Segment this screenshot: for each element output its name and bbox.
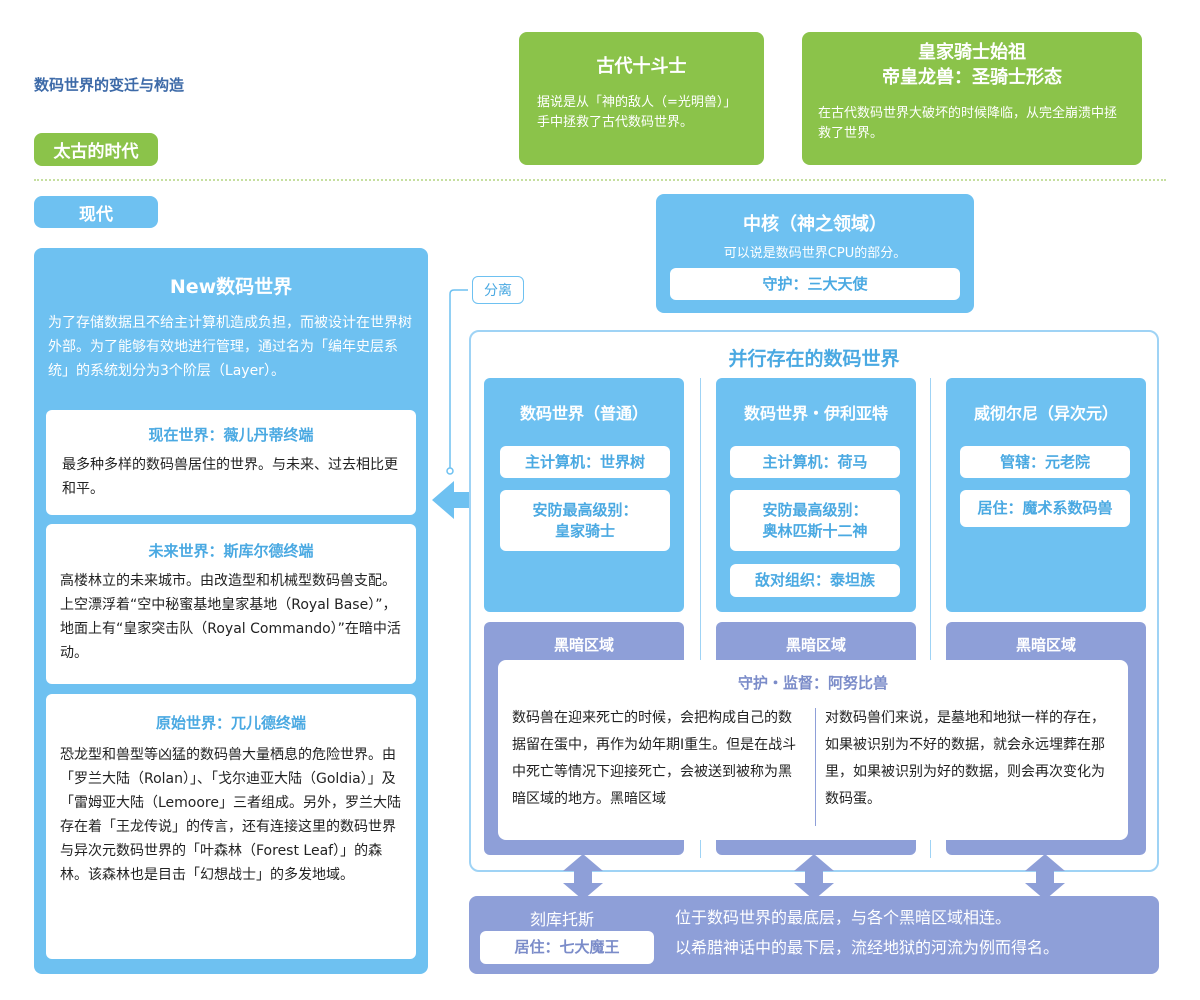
layer-title: 现在世界：薇儿丹蒂终端 — [148, 426, 314, 444]
dark-info-right: 对数码兽们来说，是墓地和地狱一样的存在，如果被识别为不好的数据，就会永远埋葬在那… — [825, 710, 1105, 807]
ancient-card-text: 据说是从「神的敌人（=光明兽）」手中拯救了古代数码世界。 — [537, 95, 737, 130]
ancient-card-royal-knight: 皇家骑士始祖 帝皇龙兽：圣骑士形态 在古代数码世界大破坏的时候降临，从完全崩溃中… — [802, 32, 1142, 165]
ancient-card-title: 古代十斗士 — [596, 56, 687, 77]
core-desc: 可以说是数码世界CPU的部分。 — [723, 246, 907, 261]
separation-connector — [446, 289, 468, 475]
double-arrow-icon — [563, 854, 603, 900]
world-item: 敌对组织：泰坦族 — [730, 564, 900, 597]
ancient-card-ten-warriors: 古代十斗士 据说是从「神的敌人（=光明兽）」手中拯救了古代数码世界。 — [519, 32, 764, 165]
parallel-title: 并行存在的数码世界 — [728, 348, 900, 370]
world-item: 主计算机：世界树 — [500, 446, 670, 478]
layer-primitive: 原始世界：兀儿德终端 恐龙型和兽型等凶猛的数码兽大量栖息的危险世界。由「罗兰大陆… — [46, 694, 416, 959]
world-item: 主计算机：荷马 — [730, 446, 900, 478]
left-arrow-icon — [432, 481, 486, 519]
dark-area-label: 黑暗区域 — [785, 636, 846, 654]
dark-area-info: 守护・监督：阿努比兽 — [498, 660, 1128, 840]
layer-text: 恐龙型和兽型等凶猛的数码兽大量栖息的危险世界。由「罗兰大陆（Rolan）」、「戈… — [60, 747, 401, 883]
world-item: 安防最高级别： 奥林匹斯十二神 — [730, 490, 900, 551]
core-title: 中核（神之领域） — [743, 214, 887, 235]
column-divider — [700, 378, 701, 858]
layer-text: 最多种多样的数码兽居住的世界。与未来、过去相比更和平。 — [62, 457, 398, 497]
core-guard: 守护：三大天使 — [670, 268, 960, 300]
world-item: 居住：魔术系数码兽 — [960, 490, 1130, 527]
double-arrow-icon — [794, 854, 834, 900]
dark-info-left: 数码兽在迎来死亡的时候，会把构成自己的数据留在蛋中，再作为幼年期Ⅰ重生。但是在战… — [512, 710, 797, 807]
ancient-card-title-line1: 皇家骑士始祖 — [918, 42, 1026, 63]
page-title: 数码世界的变迁与构造 — [34, 76, 185, 94]
kurt-line2: 以希腊神话中的最下层，流经地狱的河流为例而得名。 — [675, 938, 1060, 957]
era-divider — [34, 179, 1166, 181]
kurt-line1: 位于数码世界的最底层，与各个黑暗区域相连。 — [675, 908, 1012, 927]
dark-info-divider — [815, 708, 816, 826]
layer-title: 原始世界：兀儿德终端 — [155, 714, 306, 732]
dark-area-label: 黑暗区域 — [553, 636, 614, 654]
world-item: 安防最高级别： 皇家骑士 — [500, 490, 670, 551]
separation-label: 分离 — [472, 276, 524, 304]
layer-future: 未来世界：斯库尔德终端 高楼林立的未来城市。由改造型和机械型数码兽支配。上空漂浮… — [46, 524, 416, 684]
world-item: 管辖：元老院 — [960, 446, 1130, 478]
world-title: 数码世界・伊利亚特 — [743, 404, 888, 423]
era-badge-ancient: 太古的时代 — [34, 133, 158, 166]
world-title: 威彻尔尼（异次元） — [973, 404, 1118, 423]
layer-text: 高楼林立的未来城市。由改造型和机械型数码兽支配。上空漂浮着“空中秘蜜基地皇家基地… — [60, 573, 401, 661]
ancient-card-text: 在古代数码世界大破坏的时候降临，从完全崩溃中拯救了世界。 — [818, 106, 1118, 141]
layer-title: 未来世界：斯库尔德终端 — [148, 542, 314, 560]
world-title: 数码世界（普通） — [519, 404, 648, 423]
new-world-title: New数码世界 — [169, 276, 293, 298]
double-arrow-icon — [1025, 854, 1065, 900]
kurt-title: 刻库托斯 — [530, 910, 595, 929]
column-divider — [930, 378, 931, 858]
era-badge-present: 现代 — [34, 196, 158, 228]
dark-area-label: 黑暗区域 — [1015, 636, 1076, 654]
ancient-card-title-line2: 帝皇龙兽：圣骑士形态 — [882, 67, 1062, 88]
kurt-resident: 居住：七大魔王 — [480, 931, 654, 964]
new-world-desc: 为了存储数据且不给主计算机造成负担，而被设计在世界树外部。为了能够有效地进行管理… — [48, 315, 412, 379]
dark-info-heading: 守护・监督：阿努比兽 — [737, 674, 888, 692]
layer-present: 现在世界：薇儿丹蒂终端 最多种多样的数码兽居住的世界。与未来、过去相比更和平。 — [46, 410, 416, 515]
